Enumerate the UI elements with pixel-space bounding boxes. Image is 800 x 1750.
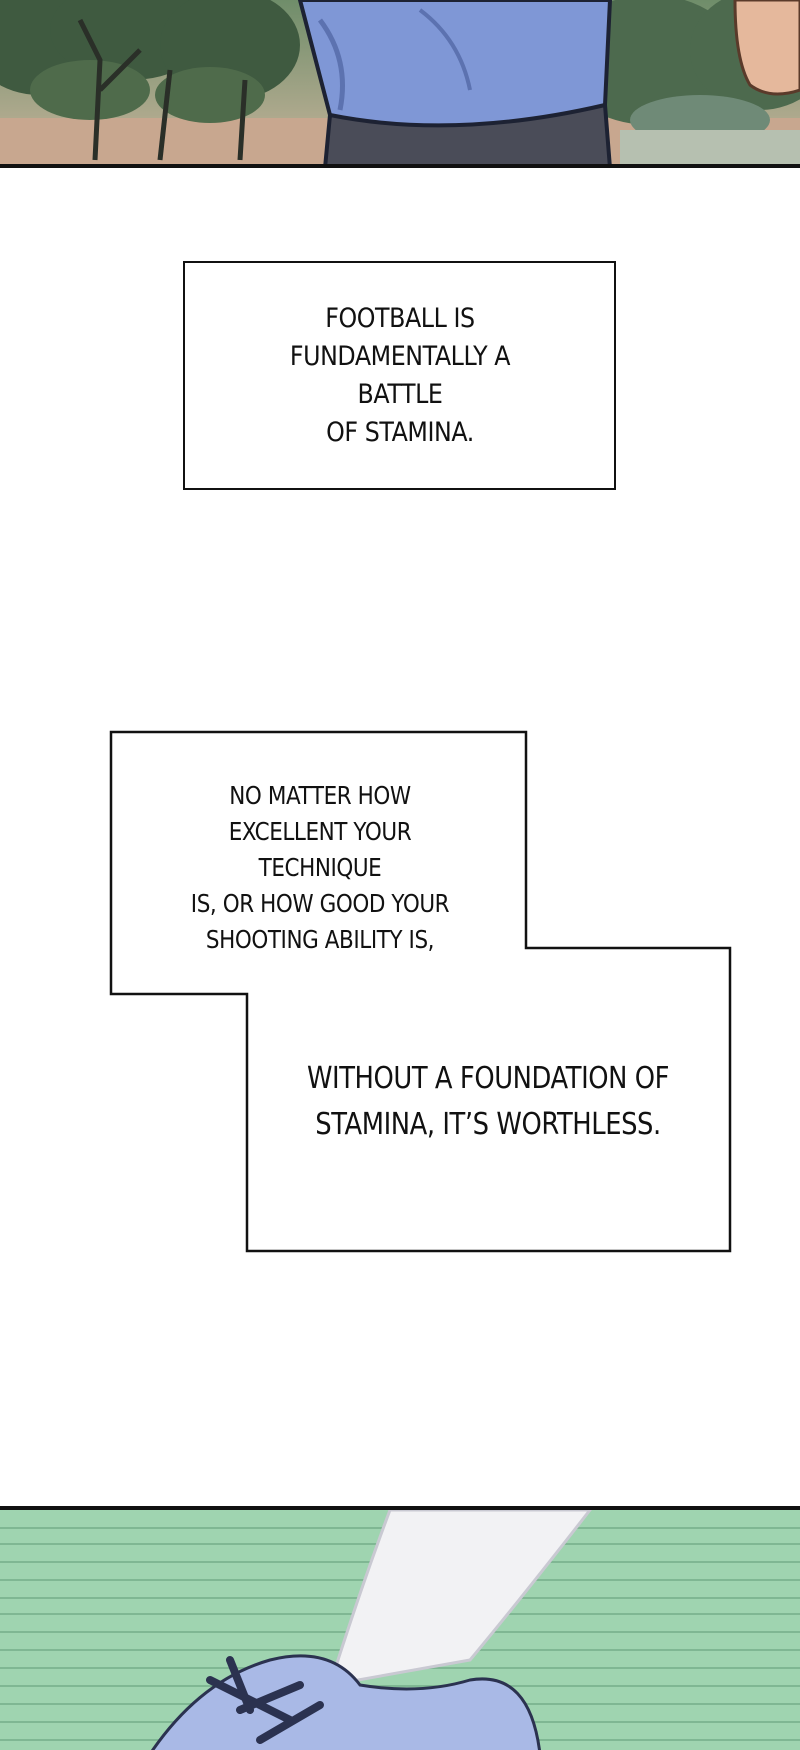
caption-box-1: FOOTBALL IS FUNDAMENTALLY A BATTLE OF ST… xyxy=(183,261,616,490)
caption-2-text: NO MATTER HOW EXCELLENT YOUR TECHNIQUE I… xyxy=(174,778,466,958)
trees-left xyxy=(0,0,300,123)
bottom-panel-illustration xyxy=(0,1506,800,1750)
park-scene-image xyxy=(0,0,800,164)
caption-1-line-1: FOOTBALL IS xyxy=(324,302,475,334)
caption-1-text: FOOTBALL IS FUNDAMENTALLY A BATTLE OF ST… xyxy=(250,300,549,452)
caption-3-line-1: WITHOUT A FOUNDATION OF xyxy=(306,1061,670,1096)
caption-1-line-3: OF STAMINA. xyxy=(325,416,474,448)
top-panel-illustration xyxy=(0,0,800,168)
caption-3-text: WITHOUT A FOUNDATION OF STAMINA, IT’S WO… xyxy=(299,1056,677,1148)
running-shoe-image xyxy=(0,1510,800,1750)
shoe-laces xyxy=(206,1656,324,1744)
caption-2-line-2: EXCELLENT YOUR TECHNIQUE xyxy=(228,817,412,882)
caption-2-line-4: SHOOTING ABILITY IS, xyxy=(205,925,435,954)
caption-1-line-2: FUNDAMENTALLY A BATTLE xyxy=(289,340,510,410)
caption-2-line-3: IS, OR HOW GOOD YOUR xyxy=(190,889,450,918)
stepped-caption-box xyxy=(109,730,732,1253)
caption-3-line-2: STAMINA, IT’S WORTHLESS. xyxy=(315,1107,661,1142)
caption-2-line-1: NO MATTER HOW xyxy=(229,781,411,810)
